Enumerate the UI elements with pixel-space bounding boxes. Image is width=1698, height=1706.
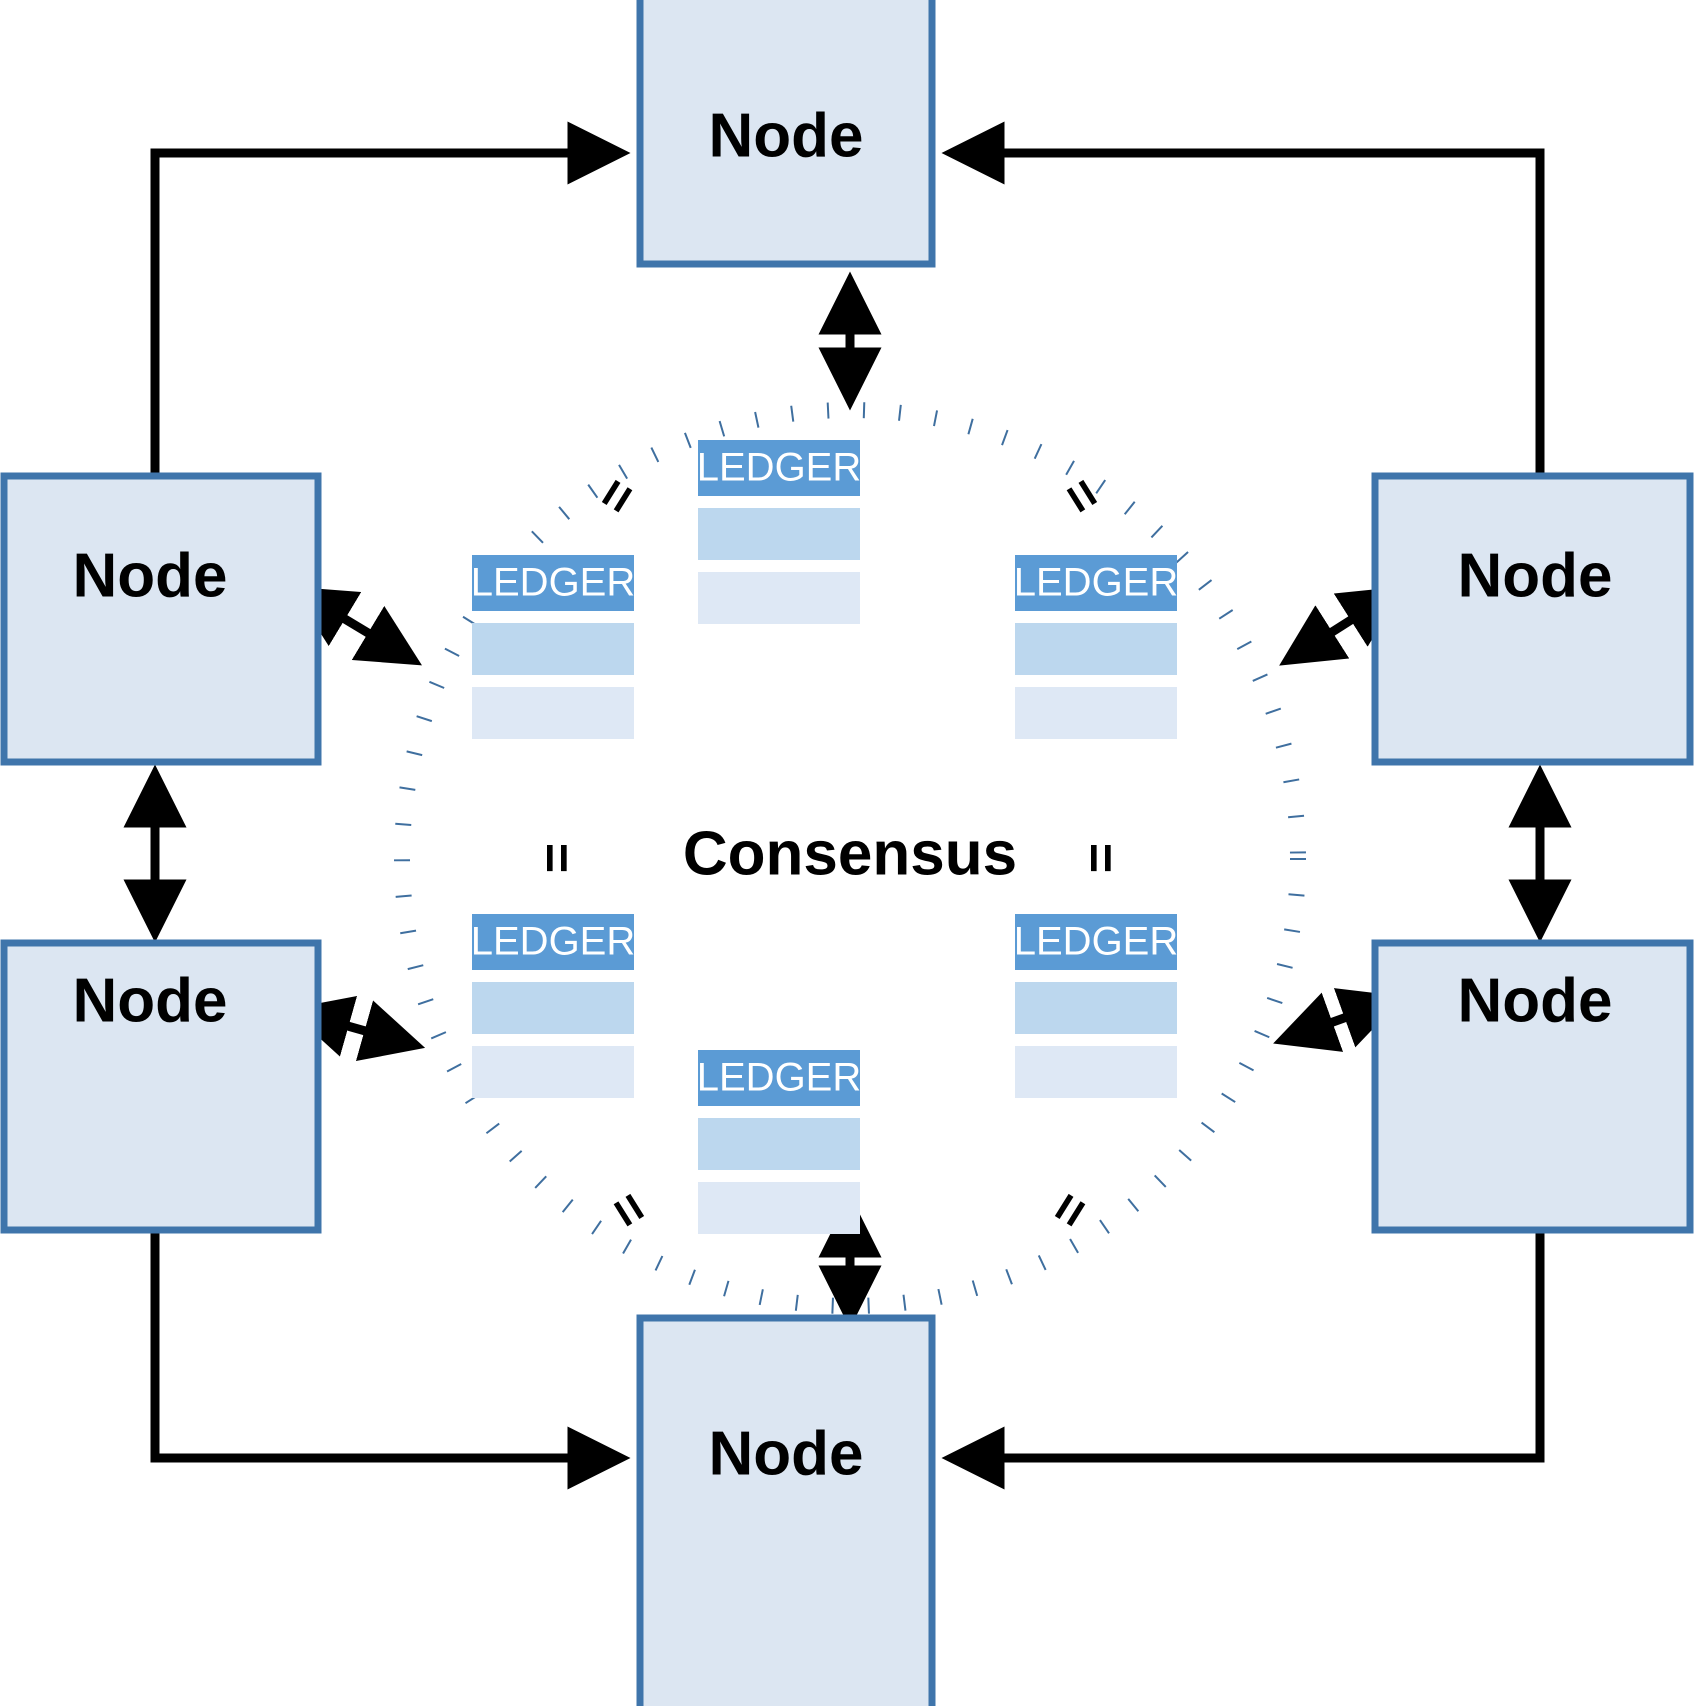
node-right-lower-label: Node	[1458, 966, 1613, 1035]
equals-mark-lower-right-icon: =	[1038, 1182, 1103, 1238]
ledger-lower-left-row-2	[472, 1046, 634, 1098]
ledger-top[interactable]: LEDGER	[697, 440, 862, 624]
ledger-top-label: LEDGER	[697, 446, 862, 490]
conn-rightupper-to-top	[941, 121, 1545, 476]
ledger-upper-left[interactable]: LEDGER	[471, 555, 636, 739]
ledger-lower-left-row-1	[472, 982, 634, 1034]
ledger-bottom-header-bar	[698, 1050, 860, 1106]
ledger-stacks: LEDGER LEDGER LEDGER LEDGER	[471, 440, 1179, 1234]
ledger-lower-left[interactable]: LEDGER	[471, 914, 636, 1098]
ledger-upper-left-row-1	[472, 623, 634, 675]
conn-leftlower-to-bottom	[150, 1230, 631, 1490]
node-right-lower-box[interactable]	[1371, 939, 1694, 1234]
equals-mark-lower-left-icon: =	[596, 1182, 661, 1238]
ledger-upper-right-header-bar	[1015, 555, 1177, 611]
ledger-bottom-label: LEDGER	[697, 1056, 862, 1100]
node-left-lower-label: Node	[73, 966, 228, 1035]
node-top[interactable]: Node	[636, 0, 936, 268]
ledger-bottom-row-1	[698, 1118, 860, 1170]
ledger-upper-left-label: LEDGER	[471, 561, 636, 605]
ledger-bottom-row-2	[698, 1182, 860, 1234]
ledger-bottom[interactable]: LEDGER	[697, 1050, 862, 1234]
ledger-lower-left-header-bar	[472, 914, 634, 970]
outer-ring-connections	[150, 121, 1545, 1490]
equals-mark-mid-right-icon: =	[1071, 843, 1129, 873]
node-left-upper-box[interactable]	[0, 472, 322, 766]
node-left-upper[interactable]: Node	[0, 472, 322, 766]
ledger-lower-right-label: LEDGER	[1014, 920, 1179, 964]
ledger-top-header-bar	[698, 440, 860, 496]
ledger-top-row-2	[698, 572, 860, 624]
node-top-label: Node	[709, 101, 864, 170]
node-left-lower-box[interactable]	[0, 939, 322, 1234]
ledger-upper-left-row-2	[472, 687, 634, 739]
node-right-upper-label: Node	[1458, 541, 1613, 610]
ledger-lower-left-label: LEDGER	[471, 920, 636, 964]
equals-mark-mid-left-icon: =	[527, 843, 585, 873]
conn-leftupper-to-top	[150, 121, 631, 476]
node-top-box[interactable]	[636, 0, 936, 268]
node-right-upper-box[interactable]	[1371, 472, 1694, 766]
ledger-upper-right-row-1	[1015, 623, 1177, 675]
ledger-lower-right-row-2	[1015, 1046, 1177, 1098]
node-right-lower[interactable]: Node	[1371, 939, 1694, 1234]
ledger-upper-right[interactable]: LEDGER	[1014, 555, 1179, 739]
ledger-lower-right-row-1	[1015, 982, 1177, 1034]
node-left-upper-label: Node	[73, 541, 228, 610]
node-bottom[interactable]: Node	[636, 1314, 936, 1706]
ledger-lower-right-header-bar	[1015, 914, 1177, 970]
conn-rightlower-to-bottom	[941, 1230, 1545, 1490]
consensus-label: Consensus	[683, 819, 1017, 888]
side-node-connections	[123, 764, 1572, 943]
ledger-upper-left-header-bar	[472, 555, 634, 611]
node-bottom-label: Node	[709, 1419, 864, 1488]
ledger-upper-right-row-2	[1015, 687, 1177, 739]
ledger-top-row-1	[698, 508, 860, 560]
equals-mark-upper-left-icon: =	[585, 468, 650, 524]
ledger-lower-right[interactable]: LEDGER	[1014, 914, 1179, 1098]
equals-mark-upper-right-icon: =	[1049, 468, 1114, 524]
consensus-circle	[394, 402, 1306, 1314]
node-bottom-box[interactable]	[636, 1314, 936, 1706]
ledger-upper-right-label: LEDGER	[1014, 561, 1179, 605]
node-left-lower[interactable]: Node	[0, 939, 322, 1234]
node-right-upper[interactable]: Node	[1371, 472, 1694, 766]
